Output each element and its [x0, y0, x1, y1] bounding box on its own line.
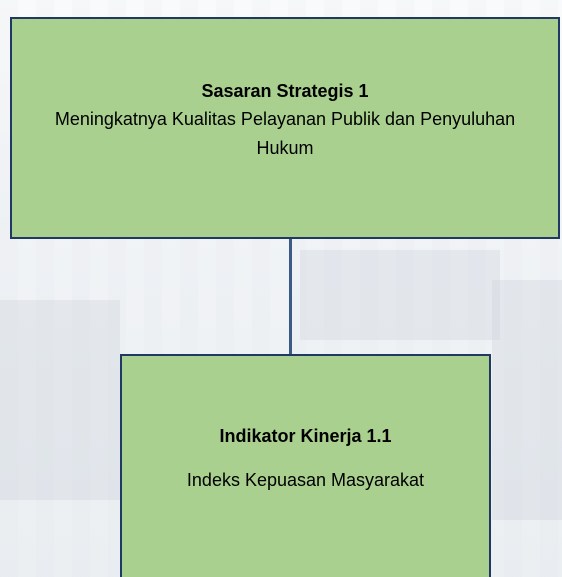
background-building-shape: [0, 300, 120, 500]
background-building-shape: [300, 250, 500, 340]
node-description: Indeks Kepuasan Masyarakat: [186, 470, 425, 490]
node-description: Meningkatnya Kualitas Pelayanan Publik d…: [54, 109, 516, 158]
background-building-shape: [492, 280, 562, 520]
node-title: Indikator Kinerja 1.1: [219, 426, 392, 446]
node-indikator-kinerja: Indikator Kinerja 1.1 Indeks Kepuasan Ma…: [120, 354, 491, 577]
node-title: Sasaran Strategis 1: [201, 81, 369, 101]
node-sasaran-strategis: Sasaran Strategis 1 Meningkatnya Kualita…: [10, 17, 560, 239]
connector-line: [289, 239, 292, 355]
